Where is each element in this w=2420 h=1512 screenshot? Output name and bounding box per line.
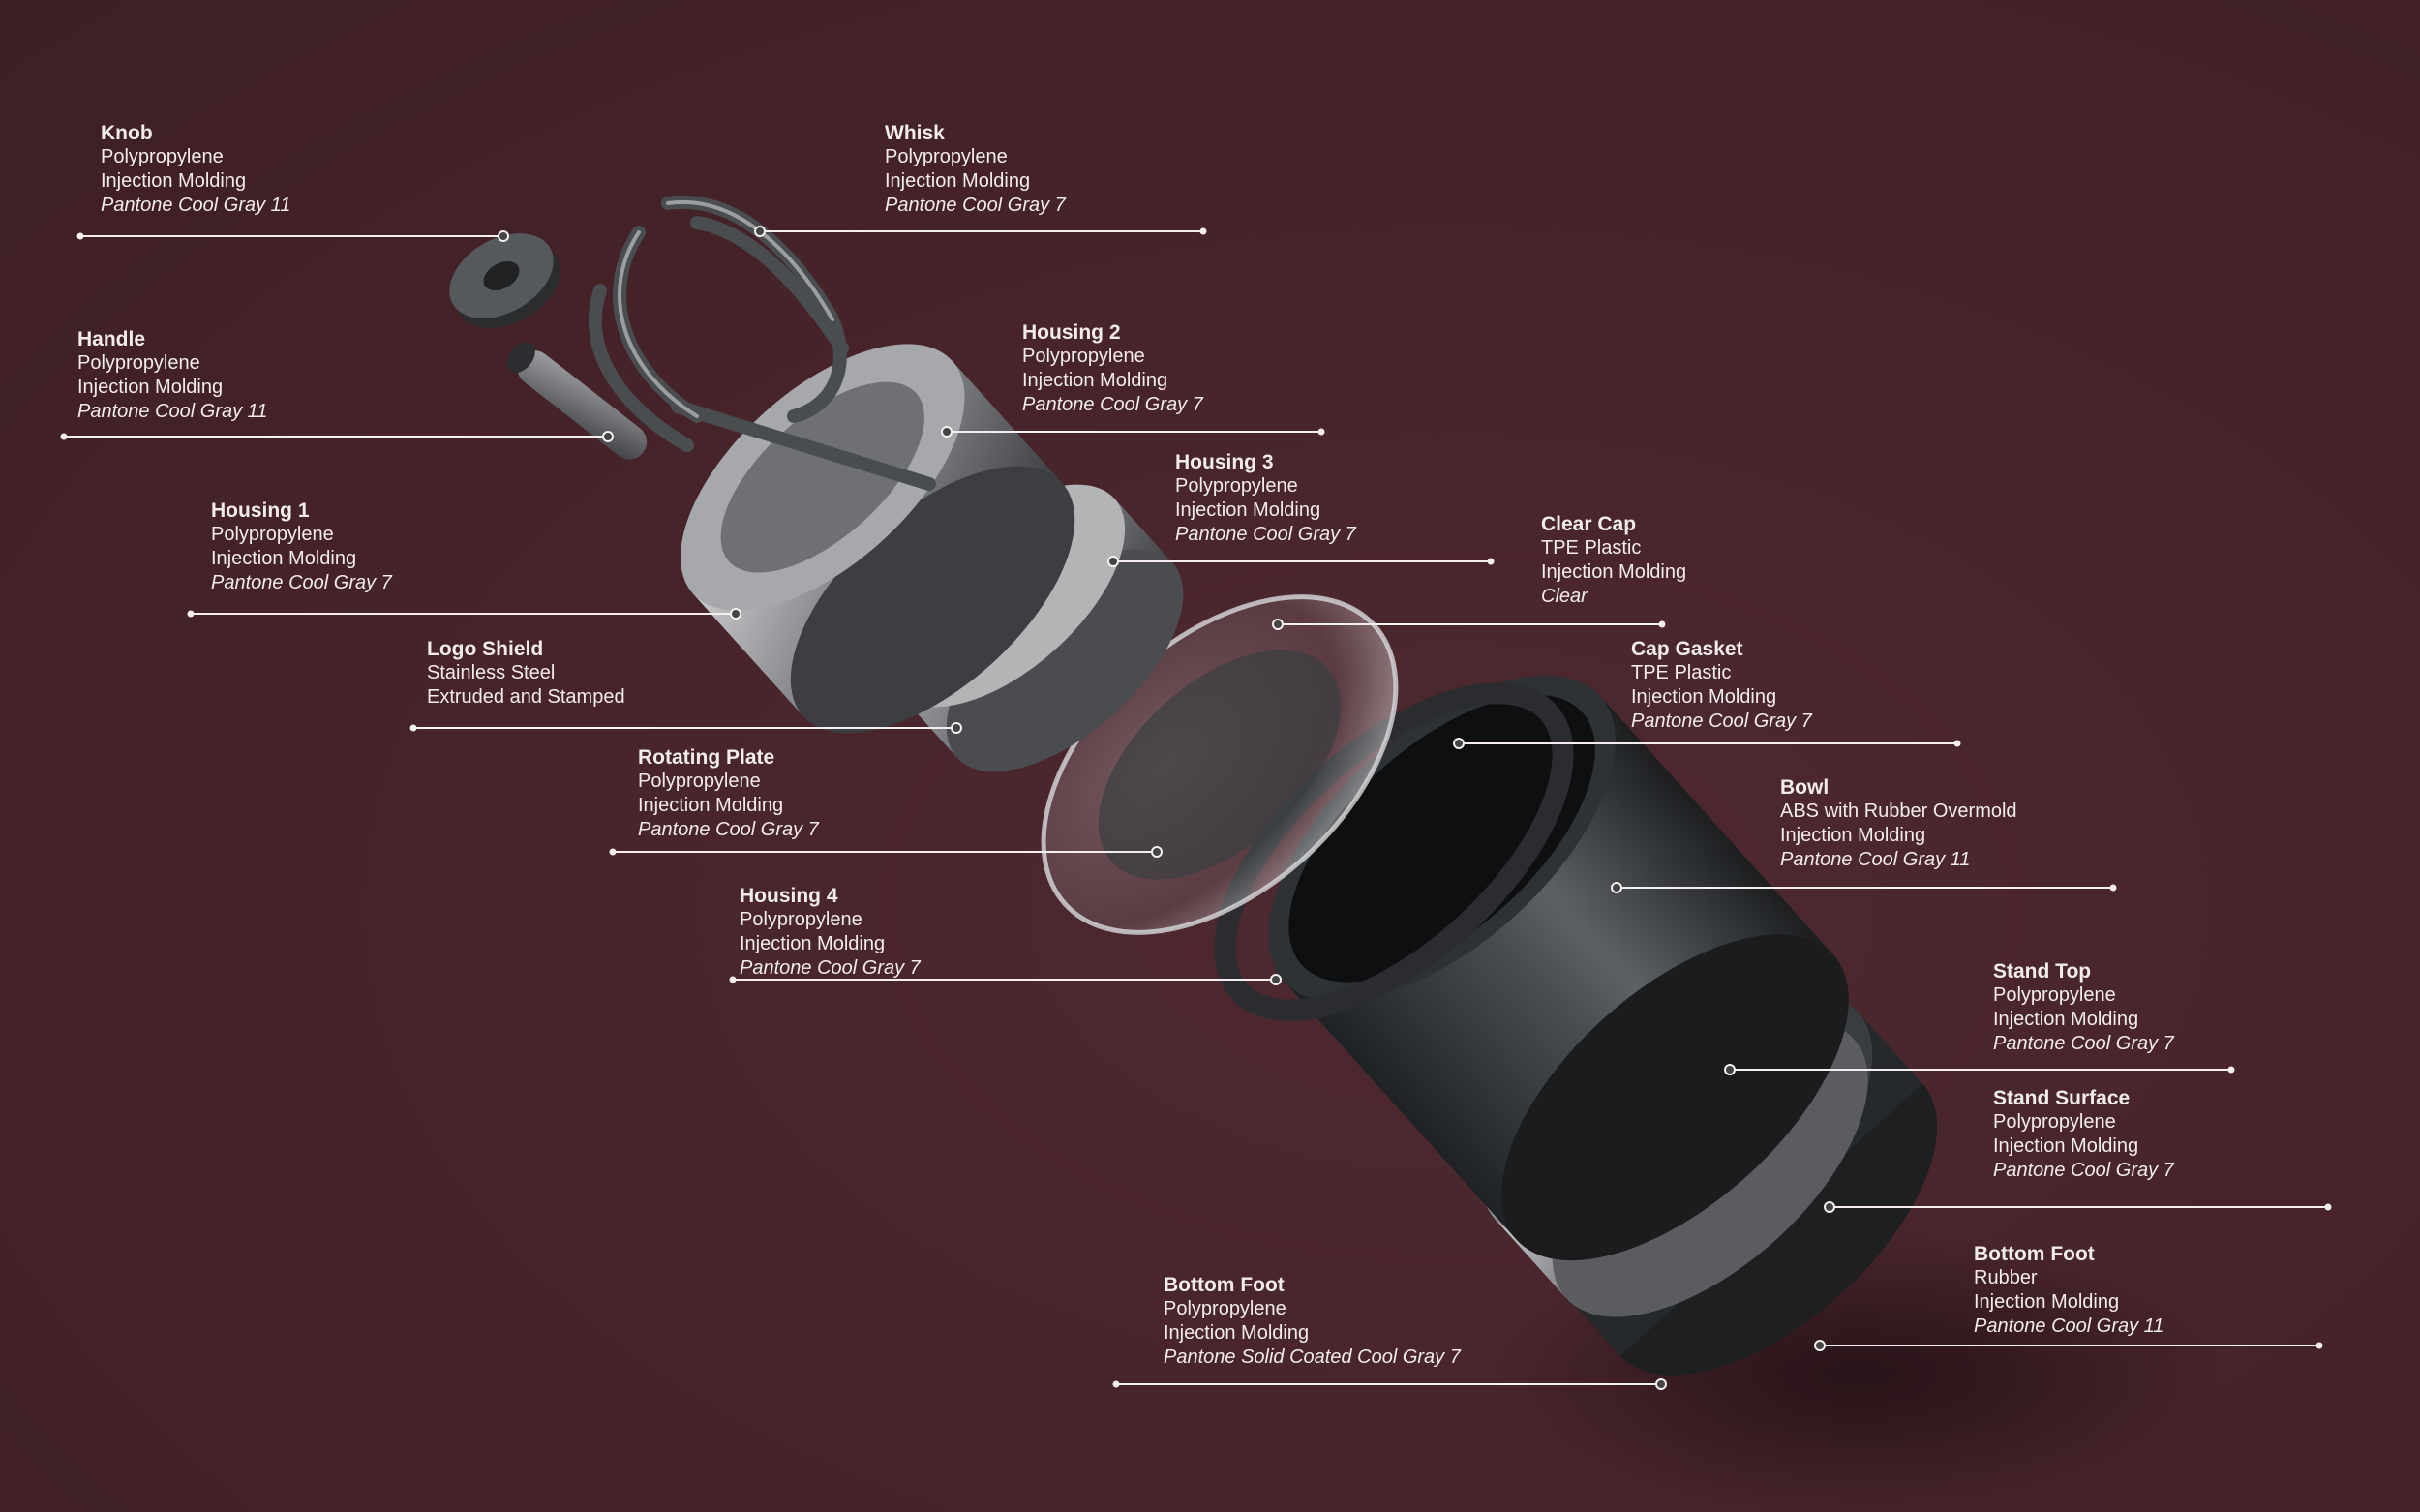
callout-title: Bottom Foot [1974, 1243, 2095, 1265]
callout-title: Housing 1 [211, 499, 310, 522]
callout-process: Injection Molding [638, 795, 784, 816]
callout-finish: Pantone Cool Gray 7 [1022, 394, 1203, 415]
callout-material: Polypropylene [885, 146, 1008, 167]
callout-bowl: Bowl ABS with Rubber Overmold Injection … [1780, 775, 2017, 872]
callout-finish: Pantone Cool Gray 7 [1993, 1033, 2174, 1054]
callout-handle: Handle Polypropylene Injection Molding P… [77, 327, 267, 424]
callout-material: Polypropylene [1164, 1298, 1286, 1319]
callout-process: Injection Molding [101, 170, 247, 192]
callout-logo-shield: Logo Shield Stainless Steel Extruded and… [427, 637, 625, 710]
callout-process: Injection Molding [1541, 561, 1687, 583]
callout-process: Injection Molding [1780, 825, 1926, 846]
callout-material: TPE Plastic [1541, 537, 1642, 559]
callout-finish: Pantone Cool Gray 11 [1780, 849, 1971, 870]
callout-material: Polypropylene [1993, 1111, 2116, 1133]
callout-material: Polypropylene [1175, 475, 1298, 497]
callout-title: Bowl [1780, 776, 1830, 799]
callout-bottom-foot-polypropylene: Bottom Foot Polypropylene Injection Mold… [1164, 1273, 1461, 1370]
callout-finish: Pantone Cool Gray 7 [638, 819, 819, 840]
callout-process: Injection Molding [1164, 1322, 1310, 1344]
callout-title: Handle [77, 328, 146, 350]
callout-material: Polypropylene [740, 909, 862, 930]
callout-finish: Clear [1541, 586, 1588, 607]
callout-cap-gasket: Cap Gasket TPE Plastic Injection Molding… [1631, 637, 1812, 734]
callout-stand-top: Stand Top Polypropylene Injection Moldin… [1993, 959, 2174, 1056]
callout-knob: Knob Polypropylene Injection Molding Pan… [101, 121, 290, 218]
callout-material: ABS with Rubber Overmold [1780, 801, 2017, 822]
callout-rotating-plate: Rotating Plate Polypropylene Injection M… [638, 745, 819, 842]
callout-title: Housing 3 [1175, 451, 1274, 473]
callout-material: Polypropylene [1022, 346, 1145, 367]
callout-process: Injection Molding [1175, 499, 1321, 521]
callout-process: Injection Molding [77, 377, 224, 398]
callout-title: Knob [101, 122, 153, 144]
callout-process: Injection Molding [740, 933, 886, 954]
callout-title: Housing 4 [740, 885, 838, 907]
callout-process: Injection Molding [1022, 370, 1168, 391]
callout-material: Polypropylene [101, 146, 224, 167]
callout-process: Extruded and Stamped [427, 686, 625, 708]
callout-process: Injection Molding [1631, 686, 1777, 708]
callout-housing-3: Housing 3 Polypropylene Injection Moldin… [1175, 450, 1356, 547]
callout-material: Rubber [1974, 1267, 2038, 1288]
callout-title: Bottom Foot [1164, 1274, 1285, 1296]
callout-title: Stand Surface [1993, 1087, 2131, 1109]
leader-lines [60, 226, 2332, 1390]
callout-process: Injection Molding [211, 548, 357, 569]
callout-stand-surface: Stand Surface Polypropylene Injection Mo… [1993, 1086, 2174, 1183]
callout-material: Polypropylene [211, 524, 334, 545]
callout-title: Logo Shield [427, 638, 544, 660]
callout-process: Injection Molding [885, 170, 1031, 192]
callout-finish: Pantone Solid Coated Cool Gray 7 [1164, 1346, 1461, 1368]
callout-whisk: Whisk Polypropylene Injection Molding Pa… [885, 121, 1066, 218]
callout-title: Clear Cap [1541, 513, 1637, 535]
callout-title: Housing 2 [1022, 321, 1121, 344]
callout-housing-1: Housing 1 Polypropylene Injection Moldin… [211, 499, 392, 595]
callout-finish: Pantone Cool Gray 7 [885, 195, 1066, 216]
callout-finish: Pantone Cool Gray 11 [1974, 1315, 2164, 1337]
callout-process: Injection Molding [1974, 1291, 2120, 1313]
callout-finish: Pantone Cool Gray 7 [740, 957, 921, 979]
callout-finish: Pantone Cool Gray 11 [101, 195, 291, 216]
callout-material: Polypropylene [1993, 984, 2116, 1006]
callout-material: Polypropylene [638, 771, 761, 792]
callout-finish: Pantone Cool Gray 7 [1631, 711, 1812, 732]
callout-finish: Pantone Cool Gray 7 [1993, 1160, 2174, 1181]
callout-material: Polypropylene [77, 352, 200, 374]
callout-process: Injection Molding [1993, 1009, 2139, 1030]
callout-housing-4: Housing 4 Polypropylene Injection Moldin… [740, 884, 921, 981]
callout-title: Rotating Plate [638, 746, 775, 769]
callout-process: Injection Molding [1993, 1135, 2139, 1157]
callout-finish: Pantone Cool Gray 11 [77, 401, 268, 422]
callout-title: Cap Gasket [1631, 638, 1743, 660]
callout-finish: Pantone Cool Gray 7 [1175, 524, 1356, 545]
callout-finish: Pantone Cool Gray 7 [211, 572, 392, 593]
callout-title: Whisk [885, 122, 945, 144]
callout-material: Stainless Steel [427, 662, 556, 683]
callout-bottom-foot-rubber: Bottom Foot Rubber Injection Molding Pan… [1974, 1242, 2163, 1339]
callout-title: Stand Top [1993, 960, 2092, 983]
callout-housing-2: Housing 2 Polypropylene Injection Moldin… [1022, 320, 1203, 417]
callout-material: TPE Plastic [1631, 662, 1732, 683]
product-parts [449, 195, 1938, 1376]
callout-clear-cap: Clear Cap TPE Plastic Injection Molding … [1541, 512, 1686, 609]
